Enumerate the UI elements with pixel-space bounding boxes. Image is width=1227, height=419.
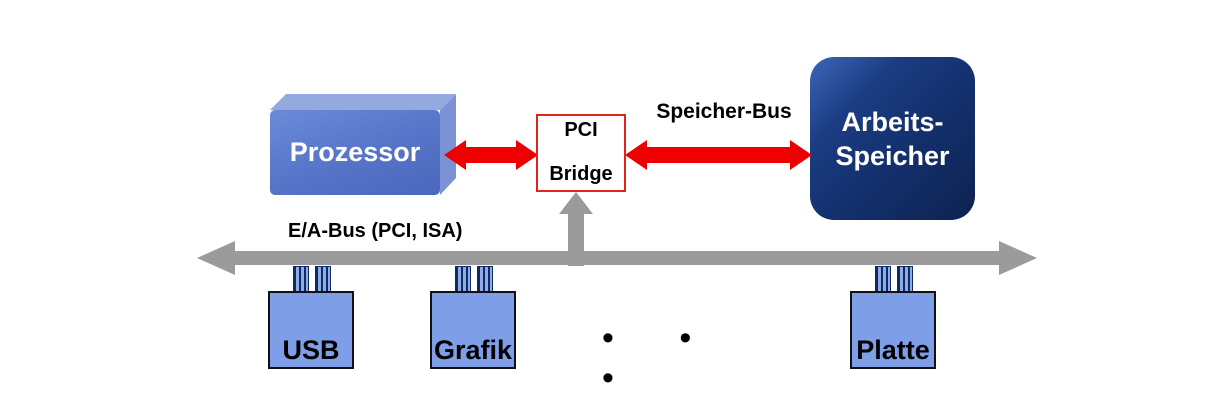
memory-label-line1: Arbeits- [841,106,944,137]
bridge-bus-vertical-arrow [559,192,593,266]
device-usb-label: USB [282,335,340,365]
device-grafik-label: Grafik [433,335,513,365]
device-grafik-box: Grafik [430,291,516,369]
bridge-memory-arrow [625,140,812,170]
processor-box: Prozessor [270,110,440,195]
device-platte-label: Platte [856,335,930,365]
device-platte: Platte [850,266,936,370]
more-devices-ellipsis: • • • [602,319,720,397]
device-usb-box: USB [268,291,354,369]
processor-bridge-arrow [444,140,538,170]
pci-bridge-box: PCI Bridge [536,114,626,192]
memory-box: Arbeits- Speicher [810,57,975,220]
pci-bridge-label-line1: PCI [564,119,598,141]
device-usb: USB [268,266,354,370]
processor-box-top-face [270,94,456,110]
device-grafik: Grafik [430,266,516,370]
memory-label-line2: Speicher [835,140,950,171]
processor-label: Prozessor [289,137,421,167]
io-bus-label: E/A-Bus (PCI, ISA) [288,220,463,242]
pci-bridge-label-line2: Bridge [549,163,613,185]
memory-bus-label: Speicher-Bus [656,100,792,123]
processor-box-side-face [440,94,456,195]
device-platte-box: Platte [850,291,936,369]
